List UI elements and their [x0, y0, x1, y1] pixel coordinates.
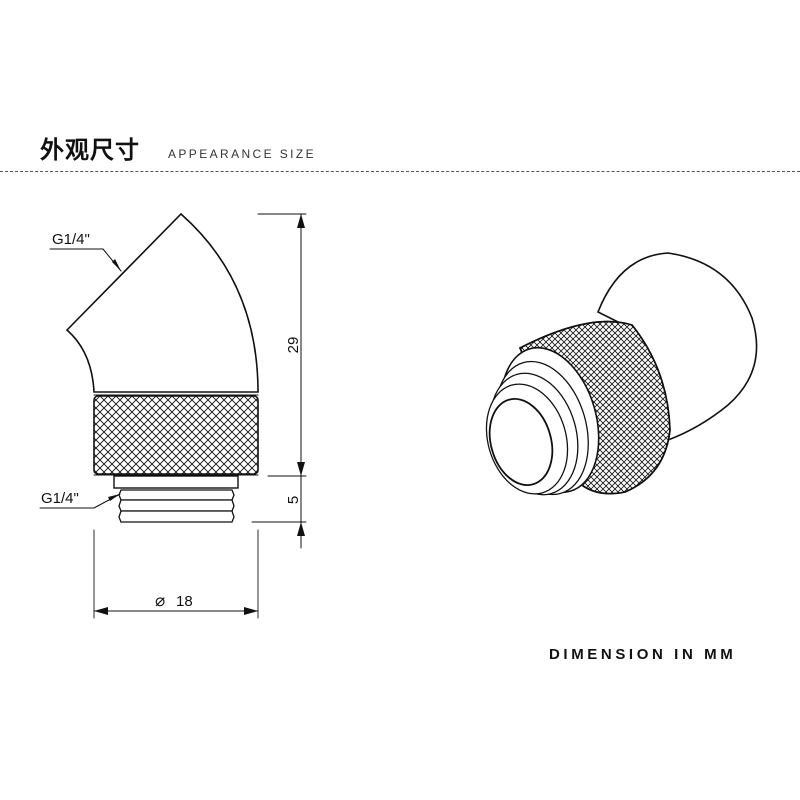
knurled-nut — [93, 395, 259, 475]
iso-elbow-body — [596, 252, 758, 442]
height-total-label: 29 — [285, 337, 302, 354]
side-view — [39, 212, 307, 619]
thread-rings — [118, 489, 235, 523]
top-thread-label: G1/4" — [52, 231, 90, 248]
elbow-body — [65, 212, 259, 393]
section-title: 外观尺寸 — [40, 136, 140, 164]
section-subtitle: APPEARANCE SIZE — [168, 147, 317, 161]
unit-note: DIMENSION IN MM — [549, 646, 737, 663]
iso-bore — [488, 398, 554, 486]
iso-view — [485, 252, 758, 496]
header-divider — [0, 171, 800, 172]
height-thread-label: 5 — [285, 496, 302, 504]
diameter-label: 18 — [176, 593, 193, 610]
bottom-thread-label: G1/4" — [41, 490, 79, 507]
diameter-symbol: ⌀ — [155, 591, 165, 610]
thread-neck — [113, 475, 239, 489]
